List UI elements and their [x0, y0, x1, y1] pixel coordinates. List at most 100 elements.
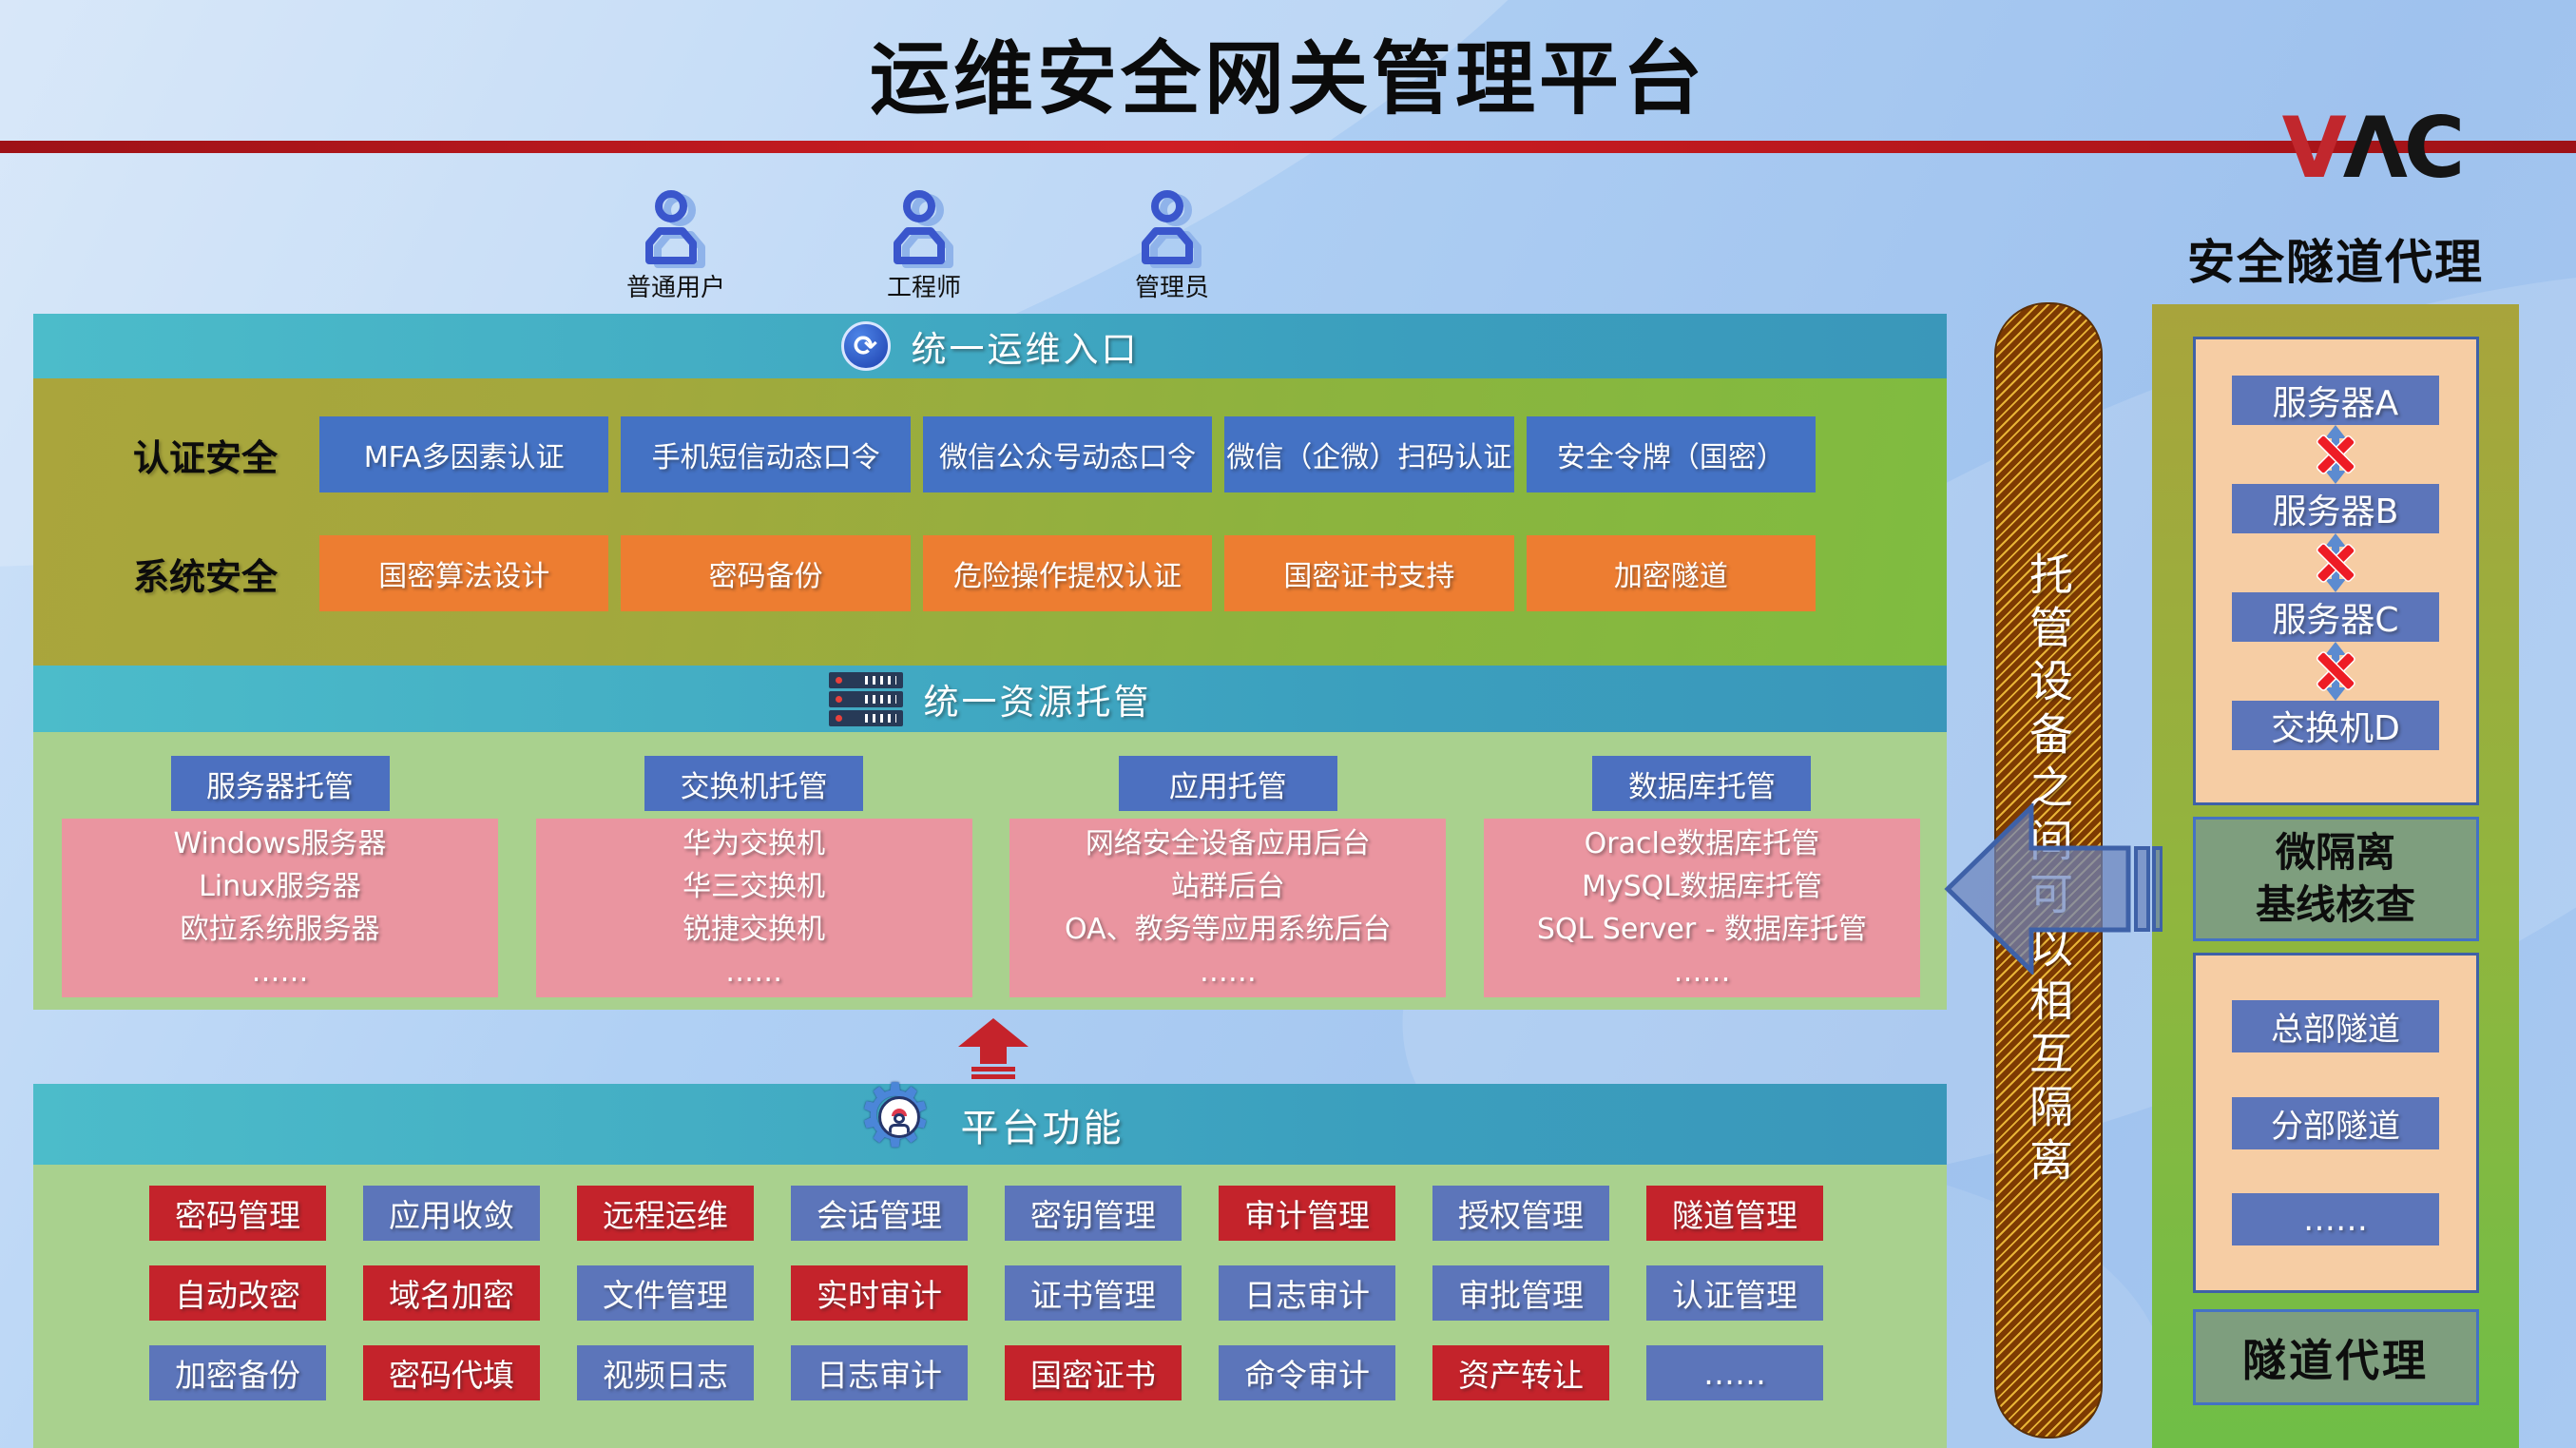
vac-logo: VΛC: [2262, 99, 2481, 197]
blocked-link-icon: [2316, 533, 2355, 592]
hosting-tag: 服务器托管: [170, 756, 390, 811]
gear-user-icon: ⚙: [856, 1072, 940, 1165]
hosting-box-line: ……: [1673, 955, 1731, 989]
person-icon: [645, 190, 705, 268]
system-feature-box: 国密证书支持: [1224, 535, 1514, 611]
function-box: 实时审计: [791, 1265, 968, 1321]
function-box: 密码管理: [149, 1186, 326, 1241]
hosting-box-line: Oracle数据库托管: [1584, 826, 1820, 860]
hosting-box-line: OA、教务等应用系统后台: [1065, 912, 1392, 946]
hosting-tag: 应用托管: [1118, 756, 1337, 811]
function-box: 文件管理: [577, 1265, 754, 1321]
micro-isolation-line1: 微隔离: [2275, 828, 2395, 876]
hosting-box-line: ……: [251, 955, 309, 989]
isolated-devices-box: 服务器A 服务器B 服务器C 交换机D: [2192, 337, 2479, 805]
function-box: 应用收敛: [363, 1186, 540, 1241]
sync-icon: ⟳: [840, 321, 891, 371]
hosting-box-line: 华为交换机: [682, 826, 826, 860]
system-feature-box: 国密算法设计: [319, 535, 609, 611]
function-box: 自动改密: [149, 1265, 326, 1321]
hosting-box-line: 锐捷交换机: [682, 912, 826, 946]
device-box: 服务器A: [2232, 376, 2439, 425]
tunnel-proxy-box: 隧道代理: [2192, 1309, 2479, 1405]
function-box: 审批管理: [1432, 1265, 1609, 1321]
auth-feature-box: 安全令牌（国密）: [1526, 416, 1817, 492]
device-box: 服务器C: [2232, 592, 2439, 642]
function-box: 密钥管理: [1005, 1186, 1182, 1241]
function-box: 审计管理: [1219, 1186, 1395, 1241]
user-role-label: 普通用户: [625, 274, 725, 302]
function-box: 资产转让: [1432, 1345, 1609, 1400]
user-role: 普通用户: [605, 186, 747, 303]
function-row: 自动改密域名加密文件管理实时审计证书管理日志审计审批管理认证管理: [149, 1265, 1947, 1321]
user-roles-row: 普通用户 工程师 管理员: [605, 186, 1243, 303]
person-icon: [1142, 190, 1201, 268]
function-box: 加密备份: [149, 1345, 326, 1400]
security-row: 系统安全国密算法设计密码备份危险操作提权认证国密证书支持加密隧道: [33, 535, 1947, 611]
system-feature-box: 密码备份: [621, 535, 911, 611]
left-arrow: [1944, 803, 2163, 975]
function-box: 日志审计: [791, 1345, 968, 1400]
title-divider: [0, 141, 2576, 153]
section-gap: [33, 1010, 1947, 1084]
auth-feature-box: 手机短信动态口令: [621, 416, 911, 492]
server-rack-icon: [828, 671, 903, 726]
function-box: 国密证书: [1005, 1345, 1182, 1400]
hosting-box-line: Windows服务器: [173, 826, 387, 860]
tunnel-proxy-title: 安全隧道代理: [2187, 235, 2484, 290]
function-box: 视频日志: [577, 1345, 754, 1400]
function-box: 远程运维: [577, 1186, 754, 1241]
row-reflection: 认证安全MFA多因素认证手机短信动态口令微信公众号动态口令微信（企微）扫码认证安…: [33, 492, 1947, 535]
hosting-box-line: Linux服务器: [199, 869, 361, 903]
system-feature-box: 危险操作提权认证: [922, 535, 1213, 611]
function-box: 授权管理: [1432, 1186, 1609, 1241]
hosting-tag: 交换机托管: [644, 756, 864, 811]
auth-feature-box: MFA多因素认证: [319, 416, 609, 492]
tunnel-box-item: ……: [2232, 1193, 2439, 1246]
unified-resource-label: 统一资源托管: [923, 682, 1152, 723]
blocked-link-icon: [2316, 642, 2355, 701]
function-box: 命令审计: [1219, 1345, 1395, 1400]
function-box: 域名加密: [363, 1265, 540, 1321]
device-box: 交换机D: [2232, 701, 2439, 750]
device-box: 服务器B: [2232, 484, 2439, 533]
function-row: 加密备份密码代填视频日志日志审计国密证书命令审计资产转让……: [149, 1345, 1947, 1400]
platform-functions-label: 平台功能: [960, 1106, 1125, 1150]
micro-isolation-line2: 基线核查: [2255, 880, 2415, 928]
hosting-box-line: 华三交换机: [682, 869, 826, 903]
user-role-label: 管理员: [1134, 274, 1209, 302]
blocked-connector: [2315, 533, 2356, 592]
function-row: 密码管理应用收敛远程运维会话管理密钥管理审计管理授权管理隧道管理: [149, 1186, 1947, 1241]
user-role-label: 工程师: [886, 274, 961, 302]
unified-ops-entry-label: 统一运维入口: [911, 329, 1140, 370]
page-title: 运维安全网关管理平台: [869, 32, 1706, 125]
micro-isolation-box: 微隔离 基线核查: [2192, 817, 2479, 941]
user-role: 管理员: [1101, 186, 1243, 303]
tunnel-proxy-panel: 服务器A 服务器B 服务器C 交换机D 微隔离 基线核查 总部隧道分部隧道…… …: [2152, 304, 2519, 1448]
auth-feature-box: 微信公众号动态口令: [922, 416, 1213, 492]
function-box: 会话管理: [791, 1186, 968, 1241]
hosting-column: 交换机托管华为交换机华三交换机锐捷交换机 ……: [535, 756, 972, 1010]
hosting-box-line: ……: [725, 955, 783, 989]
tunnels-box: 总部隧道分部隧道……: [2192, 953, 2479, 1293]
unified-resource-bar: 统一资源托管: [33, 666, 1947, 732]
hosting-box-line: MySQL数据库托管: [1581, 869, 1822, 903]
function-box: 日志审计: [1219, 1265, 1395, 1321]
platform-functions-bar: ⚙ 平台功能: [33, 1072, 1947, 1165]
security-row-label: 系统安全: [133, 555, 279, 598]
function-box: ……: [1646, 1345, 1823, 1400]
function-box: 证书管理: [1005, 1265, 1182, 1321]
up-arrow: [958, 1018, 1028, 1079]
